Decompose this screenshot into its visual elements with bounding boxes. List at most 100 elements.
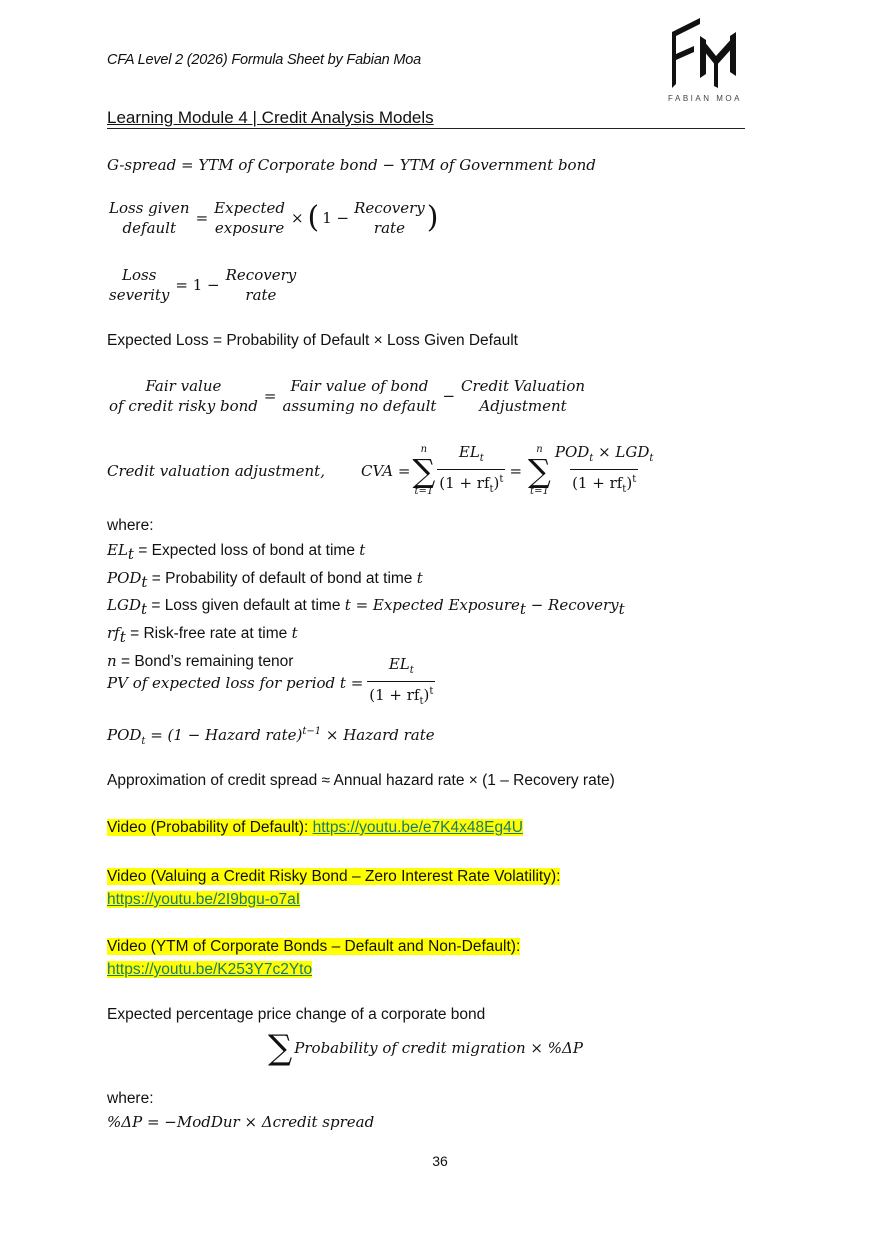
el-symbol: EL [388, 655, 410, 673]
lgd-recovery: Recovery rate [352, 198, 427, 238]
video-probability-of-default: Video (Probability of Default): https://… [107, 819, 523, 837]
loss-severity-formula: Loss severity = 1 − Recovery rate [107, 265, 298, 305]
lgd-lhs: Loss given default [107, 198, 192, 238]
pod-rhs: = (1 − Hazard rate) [145, 726, 303, 744]
def-subscript: t [127, 545, 134, 564]
close-paren: ) [426, 200, 439, 235]
pod-symbol: POD [107, 726, 142, 744]
lgd-lhs-top: Loss given [109, 199, 190, 217]
logo-text: FABIAN MOA [668, 94, 742, 103]
pv-lhs: PV of expected loss for period t = [107, 674, 364, 692]
fair-value-lhs-bottom: of credit risky bond [109, 397, 258, 415]
def-symbol: n [107, 651, 117, 670]
video-label: Video (YTM of Corporate Bonds – Default … [107, 938, 521, 955]
definition-n: n = Bond’s remaining tenor [107, 650, 625, 674]
fair-value-lhs-top: Fair value [145, 377, 222, 395]
recovery-top: Recovery [225, 266, 297, 284]
subscript: t [479, 453, 484, 464]
def-symbol: LGD [107, 596, 141, 615]
g-spread-formula: G-spread = YTM of Corporate bond − YTM o… [107, 156, 596, 174]
expected-loss-formula: Expected Loss = Probability of Default ×… [107, 332, 518, 349]
cva-f1-denominator: (1 + rft)t [437, 469, 506, 500]
def-extra-sub: t [519, 600, 526, 619]
superscript: t [429, 686, 434, 697]
lgd-exposure-bottom: exposure [214, 219, 285, 237]
fair-value-no-default-bottom: assuming no default [282, 397, 437, 415]
def-equals: = [116, 652, 135, 670]
minus-sign: − [442, 387, 456, 405]
fm-monogram-icon [672, 18, 736, 88]
cva-f2-numerator: PODt × LGDt [553, 442, 656, 469]
subscript: t [489, 484, 494, 495]
def-symbol: POD [107, 568, 142, 587]
definition-pod: POD t = Probability of default of bond at… [107, 567, 625, 595]
lgd-symbol: × LGD [593, 443, 650, 461]
sum-lower-limit: t=1 [414, 486, 434, 497]
den-text: (1 + rf [439, 474, 490, 492]
video-ytm-corporate-bonds: Video (YTM of Corporate Bonds – Default … [107, 935, 521, 981]
video-link[interactable]: https://youtu.be/2I9bgu-o7aI [107, 891, 301, 908]
loss-severity-recovery: Recovery rate [224, 265, 299, 305]
close-paren: ) [493, 474, 500, 492]
sigma-icon: ∑ [268, 1028, 293, 1068]
pod-rhs2: × Hazard rate [321, 726, 435, 744]
lgd-recovery-bottom: rate [373, 219, 405, 237]
def-subscript: t [119, 628, 126, 647]
credit-spread-approximation: Approximation of credit spread ≈ Annual … [107, 772, 615, 789]
cva-f2-denominator: (1 + rft)t [570, 469, 639, 500]
def-text: Expected loss of bond at time [151, 542, 360, 559]
loss-given-default-formula: Loss given default = Expected exposure ×… [107, 198, 438, 238]
def-extra: = Expected Exposure [350, 596, 520, 615]
superscript: t [632, 474, 637, 485]
equals-one-minus: = 1 − [175, 276, 220, 294]
sum-upper-limit: n [420, 444, 428, 455]
subscript: t [622, 484, 627, 495]
subscript: t [419, 696, 424, 707]
cva-term-top: Credit Valuation [461, 377, 586, 395]
lgd-exposure-top: Expected [214, 199, 285, 217]
sum-symbol-1: n ∑ t=1 [412, 444, 435, 498]
superscript: t−1 [302, 726, 322, 737]
def-var: t [291, 624, 298, 643]
definitions-list: ELt = Expected loss of bond at time t PO… [107, 539, 625, 673]
fair-value-formula: Fair value of credit risky bond = Fair v… [107, 376, 587, 416]
close-paren: ) [423, 686, 430, 704]
superscript: t [499, 474, 504, 485]
subscript: t [141, 736, 146, 747]
cva-term: Credit Valuation Adjustment [459, 376, 587, 416]
sum-lower-limit: t=1 [530, 486, 549, 497]
percent-price-change-definition: %ΔP = −ModDur × Δcredit spread [107, 1113, 375, 1131]
fair-value-no-default-top: Fair value of bond [290, 377, 429, 395]
lgd-exposure: Expected exposure [212, 198, 287, 238]
video-link[interactable]: https://youtu.be/K253Y7c2Yto [107, 961, 313, 978]
video-link[interactable]: https://youtu.be/e7K4x48Eg4U [312, 819, 523, 836]
times-sign: × [290, 209, 304, 227]
def-extra2-sub: t [618, 600, 625, 619]
fair-value-lhs: Fair value of credit risky bond [107, 376, 260, 416]
pv-fraction: ELt (1 + rft)t [367, 654, 436, 712]
def-text: Bond’s remaining tenor [134, 652, 294, 670]
subscript: t [409, 665, 414, 676]
one-minus: 1 − [322, 209, 350, 227]
fm-logo: FABIAN MOA [660, 14, 750, 106]
cva-formula: Credit valuation adjustment, CVA = n ∑ t… [107, 442, 655, 500]
def-var: t [416, 568, 423, 587]
den-text: (1 + rf [369, 686, 420, 704]
where-label-2: where: [107, 1090, 154, 1107]
loss-severity-top: Loss [122, 266, 157, 284]
section-heading: Learning Module 4 | Credit Analysis Mode… [107, 108, 745, 129]
loss-severity-lhs: Loss severity [107, 265, 171, 305]
def-text: Probability of default of bond at time [165, 569, 417, 587]
sum-upper-limit: n [536, 444, 543, 455]
subscript: t [589, 453, 594, 464]
price-change-expression: Probability of credit migration × %ΔP [294, 1039, 583, 1057]
document-header-title: CFA Level 2 (2026) Formula Sheet by Fabi… [107, 52, 421, 68]
definition-rf: rft = Risk-free rate at time t [107, 622, 625, 650]
price-change-formula: ∑ Probability of credit migration × %ΔP [268, 1030, 583, 1066]
pv-expected-loss-formula: PV of expected loss for period t = ELt (… [107, 654, 436, 712]
lgd-recovery-top: Recovery [354, 199, 425, 217]
def-equals: = [147, 569, 166, 587]
loss-severity-bottom: severity [109, 286, 170, 304]
cva-fraction-2: PODt × LGDt (1 + rft)t [553, 442, 656, 500]
